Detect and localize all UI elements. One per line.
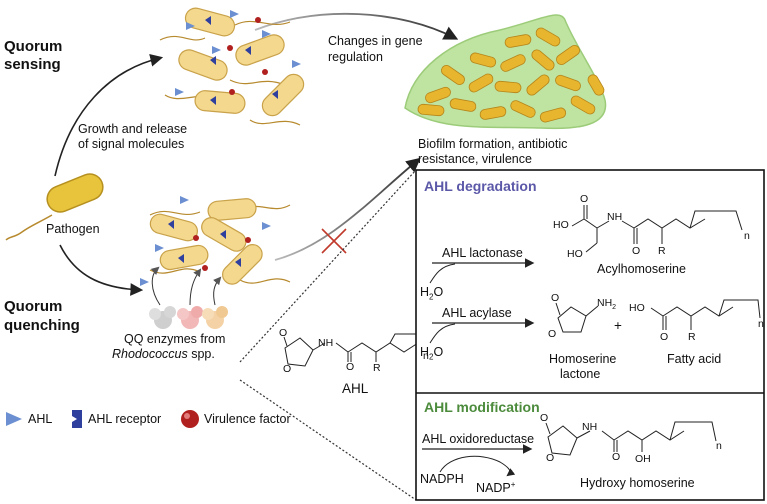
acylase-arrow (429, 318, 535, 344)
quorum-quenching-title-line2: quenching (4, 317, 80, 334)
acyl-n: n (744, 230, 750, 242)
homoserine-label-line2: lactone (560, 367, 601, 381)
acylhomoserine-structure (571, 205, 743, 253)
oxidoreductase-arrow (422, 444, 533, 477)
h2o-a-o: O (433, 285, 444, 299)
hydroxy-oh: OH (635, 453, 651, 465)
nadph-label: NADPH (420, 472, 464, 486)
nadp-text: NADP (476, 481, 511, 496)
h2o-lactonase: H2O (420, 285, 443, 302)
legend-ahl: AHL (28, 412, 53, 426)
gene-regulation-label-line2: regulation (328, 50, 383, 64)
biofilm-mass (404, 14, 607, 130)
quorum-sensing-title-line1: Quorum (4, 38, 63, 55)
hydroxy-homoserine-label: Hydroxy homoserine (580, 476, 695, 490)
hydroxy-homoserine-structure (545, 421, 717, 456)
quorum-quenching-bacteria (140, 196, 291, 286)
h2o-a-sub: 2 (429, 292, 434, 302)
qq-suffix: spp. (187, 347, 215, 361)
legend-virulence: Virulence factor (204, 412, 291, 426)
fatty-ho: HO (629, 302, 645, 314)
fatty-acid-label: Fatty acid (667, 352, 722, 366)
hydroxy-n: n (716, 440, 722, 452)
ahl-o-amide: O (346, 361, 355, 373)
ahl-o-ring: O (283, 363, 292, 375)
biofilm-label-line2: resistance, virulence (418, 152, 532, 166)
acyl-ho2: HO (567, 248, 583, 260)
acyl-o2: O (632, 245, 641, 257)
plus-sign: + (614, 318, 622, 333)
pathway-box (415, 169, 765, 501)
qq-enzymes-label-line2: Rhodococcus spp. (112, 347, 215, 361)
h2o-b-o: O (433, 345, 444, 359)
nadp-sup: + (510, 480, 516, 489)
pathogen-cell (5, 173, 104, 241)
degradation-title: AHL degradation (424, 178, 537, 194)
quorum-sensing-bacteria (159, 7, 305, 126)
h2o-acylase: H2O (420, 345, 443, 362)
inhibition-cross-icon (321, 228, 347, 254)
arrow-to-quenching (59, 244, 144, 296)
acyl-nh: NH (607, 211, 623, 223)
quorum-sensing-title-line2: sensing (4, 56, 61, 73)
nh2-sub: 2 (612, 304, 617, 312)
ahl-o-carbonyl: O (279, 327, 288, 339)
pathogen-label: Pathogen (46, 222, 100, 236)
rhodococcus-genus: Rhodococcus (112, 347, 188, 361)
h2o-b-h: H (420, 345, 430, 359)
legend-receptor: AHL receptor (88, 412, 162, 426)
growth-label-line2: of signal molecules (78, 137, 185, 151)
hydroxy-o-top: O (540, 412, 549, 424)
nh2-text: NH (597, 297, 613, 309)
h2o-b-sub: 2 (429, 352, 434, 362)
modification-title: AHL modification (424, 399, 540, 415)
zoom-line-top (239, 169, 417, 363)
acylhomoserine-label: Acylhomoserine (597, 262, 686, 276)
zoom-line-bottom (239, 379, 417, 501)
ahl-nh: NH (318, 337, 334, 349)
nadp-label: NADP+ (476, 480, 515, 496)
arrow-sensing-to-biofilm (254, 12, 459, 40)
acyl-ho: HO (553, 219, 569, 231)
lactonase-arrow (429, 258, 535, 284)
biofilm-label-line1: Biofilm formation, antibiotic (418, 137, 568, 151)
fatty-r: R (688, 331, 696, 343)
ahl-structure-label: AHL (342, 381, 369, 396)
hydroxy-o-ring: O (546, 452, 555, 464)
hydroxy-nh: NH (582, 421, 598, 433)
fatty-acid-structure (650, 299, 761, 330)
fatty-o: O (660, 331, 669, 343)
growth-label-line1: Growth and release (78, 122, 188, 136)
homoserine-label-line1: Homoserine (549, 352, 617, 366)
ahl-n: n (423, 350, 429, 362)
lactonase-label: AHL lactonase (442, 246, 523, 260)
qq-enzyme-blobs (149, 266, 228, 329)
acylase-label: AHL acylase (442, 306, 512, 320)
legend-icons (6, 410, 199, 428)
homoserine-nh2: NH2 (597, 297, 616, 312)
arrow-to-sensing (54, 54, 164, 177)
homoserine-lactone-structure (555, 302, 599, 333)
acyl-r: R (658, 245, 666, 257)
homoserine-o-top: O (551, 292, 560, 304)
homoserine-o-ring: O (548, 328, 557, 340)
hydroxy-o-amide: O (612, 451, 621, 463)
fatty-n: n (758, 318, 764, 330)
gene-regulation-label-line1: Changes in gene (328, 34, 423, 48)
qq-enzymes-label-line1: QQ enzymes from (124, 332, 226, 346)
quorum-quenching-title-line1: Quorum (4, 298, 63, 315)
ahl-r: R (373, 362, 381, 374)
arrow-quenching-to-biofilm (274, 157, 421, 261)
h2o-a-h: H (420, 285, 430, 299)
acyl-o-top: O (580, 193, 589, 205)
oxidoreductase-label: AHL oxidoreductase (422, 432, 535, 446)
